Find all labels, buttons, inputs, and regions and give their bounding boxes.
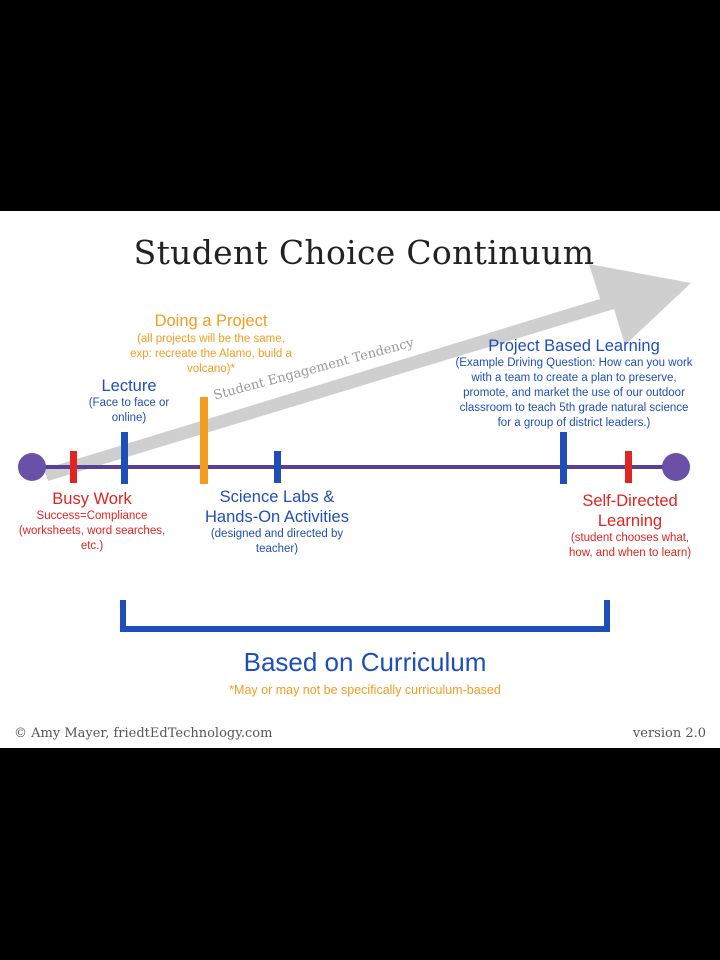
version-text: version 2.0 [632,726,706,741]
lecture-detail: (Face to face or online) [88,397,170,424]
curriculum-bracket [120,600,610,632]
continuum-card: Student Choice Continuum Student Engagem… [0,211,720,748]
bracket-note: *May or may not be specifically curricul… [229,683,501,697]
busy-work-detail: Success=Compliance (worksheets, word sea… [18,510,166,552]
doing-project-detail: (all projects will be the same, exp: rec… [130,333,292,375]
self-directed-heading: Self-Directed Learning [582,492,678,530]
self-directed-detail: (student chooses what, how, and when to … [568,532,692,559]
end-endpoint [662,453,690,481]
start-endpoint [18,453,46,481]
science-labs-detail: (designed and directed by teacher) [210,528,344,555]
self-directed-block: Self-Directed Learning (student chooses … [550,491,710,561]
page-title: Student Choice Continuum [133,233,595,272]
marker-busy-work [70,451,77,483]
science-labs-block: Science Labs & Hands-On Activities (desi… [186,487,368,557]
credit-text: © Amy Mayer, friedtEdTechnology.com [14,726,273,741]
pbl-detail: (Example Driving Question: How can you w… [455,357,693,429]
marker-pbl [560,432,567,484]
lecture-block: Lecture (Face to face or online) [69,376,189,426]
pbl-heading: Project Based Learning [488,337,660,355]
bracket-label: Based on Curriculum [243,647,487,677]
doing-project-block: Doing a Project (all projects will be th… [96,311,326,377]
marker-lecture [121,432,128,484]
busy-work-heading: Busy Work [52,490,132,508]
marker-science-labs [274,451,281,483]
marker-doing-project [200,397,208,484]
marker-self-directed [625,451,632,483]
doing-project-heading: Doing a Project [154,312,268,330]
continuum-graphic [18,264,691,632]
lecture-heading: Lecture [101,377,157,395]
pbl-block: Project Based Learning (Example Driving … [440,336,708,431]
science-labs-heading: Science Labs & Hands-On Activities [205,488,349,526]
busy-work-block: Busy Work Success=Compliance (worksheets… [0,489,184,554]
